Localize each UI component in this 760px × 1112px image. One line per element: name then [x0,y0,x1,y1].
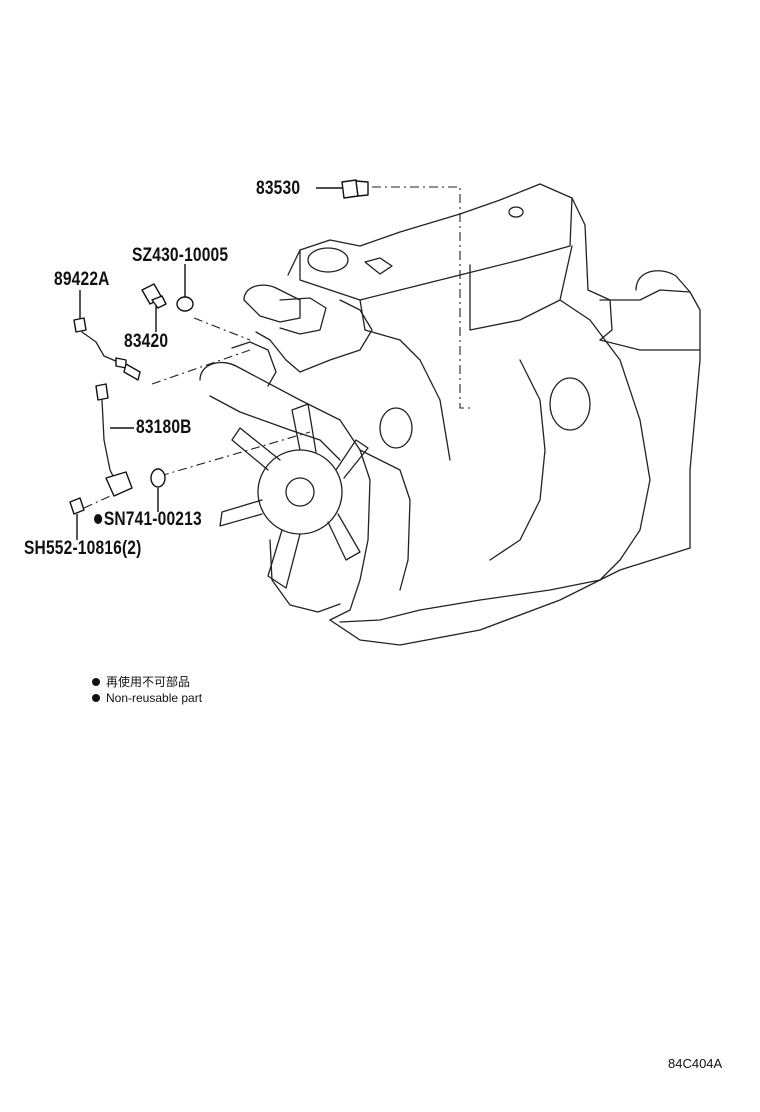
callout-sh552-10816[interactable]: SH552-10816(2) [24,538,142,559]
legend-marker-icon [92,694,100,702]
non-reusable-marker-icon [94,514,103,524]
cooling-fan-illustration [219,403,369,589]
callout-sn741-00213[interactable]: SN741-00213 [94,510,202,529]
callout-83530[interactable]: 83530 [256,178,301,199]
callout-83180b[interactable]: 83180B [136,417,192,438]
legend-non-reusable-japanese: 再使用不可部品 [92,676,190,688]
callout-89422a[interactable]: 89422A [54,269,110,290]
part-sn741-o-ring[interactable] [150,468,166,512]
callout-83420[interactable]: 83420 [124,331,169,352]
legend-non-reusable-english: Non-reusable part [92,692,202,704]
engine-block-illustration [199,183,701,646]
legend-text-english: Non-reusable part [106,691,203,705]
drawing-id: 84C404A [668,1056,723,1071]
part-83420-temperature-sender[interactable] [141,283,167,332]
part-89422a-sensor[interactable] [73,290,141,381]
part-83180b-crank-sensor[interactable] [95,383,134,497]
callout-sn741-label: SN741-00213 [103,509,202,530]
part-83530-oil-pressure-switch[interactable] [316,179,369,199]
legend-marker-icon [92,678,100,686]
part-sz430-gasket[interactable] [176,264,194,312]
callout-sz430-10005[interactable]: SZ430-10005 [132,245,229,266]
legend-text-japanese: 再使用不可部品 [106,675,191,689]
part-sh552-bolt[interactable] [69,497,85,540]
